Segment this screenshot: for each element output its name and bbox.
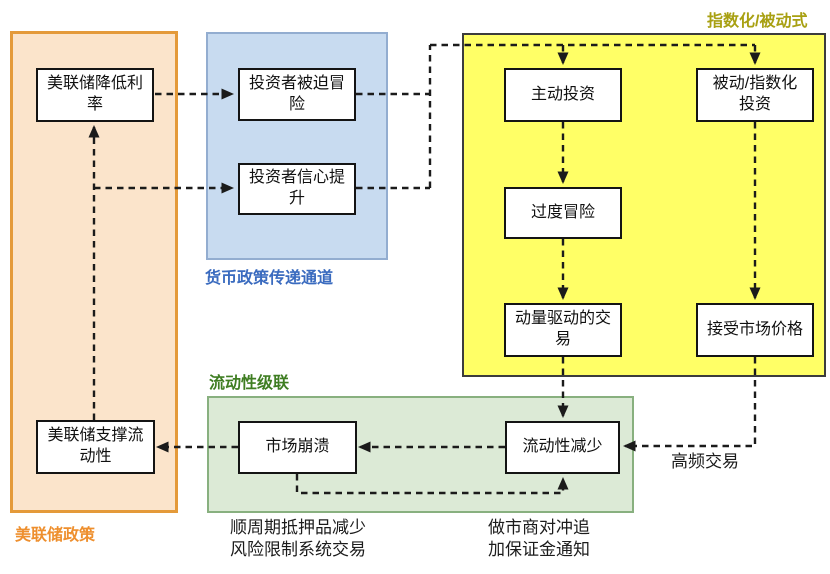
node-fed-support-liquidity: 美联储支撑流动性	[36, 420, 155, 474]
label-liquidity-cascade: 流动性级联	[209, 375, 290, 392]
node-excessive-risk-taking: 过度冒险	[504, 187, 622, 239]
note-procyclical-line1: 顺周期抵押品减少	[230, 518, 366, 537]
group-monetary-channel	[206, 32, 388, 260]
node-momentum-driven-trading: 动量驱动的交易	[504, 303, 622, 357]
node-fed-lower-rates: 美联储降低利率	[36, 68, 154, 122]
node-liquidity-decrease: 流动性减少	[505, 421, 620, 474]
node-market-crash: 市场崩溃	[238, 421, 357, 474]
node-active-investing: 主动投资	[504, 68, 622, 122]
note-procyclical-collateral: 顺周期抵押品减少 风险限制系统交易	[230, 517, 366, 562]
note-margin-call-line2: 加保证金通知	[488, 540, 590, 560]
note-margin-call-line1: 做市商对冲追	[488, 518, 590, 537]
node-passive-index-investing: 被动/指数化投资	[696, 68, 814, 122]
label-monetary-channel: 货币政策传递通道	[205, 270, 334, 287]
node-investors-forced-risk: 投资者被迫冒险	[238, 68, 356, 121]
node-investor-confidence-up: 投资者信心提升	[238, 163, 356, 215]
node-accept-market-prices: 接受市场价格	[696, 303, 814, 357]
label-index-passive: 指数化/被动式	[707, 13, 808, 30]
note-high-frequency-trading: 高频交易	[671, 452, 739, 471]
note-procyclical-line2: 风险限制系统交易	[230, 540, 366, 560]
label-fed-policy: 美联储政策	[15, 527, 96, 544]
note-margin-call: 做市商对冲追 加保证金通知	[488, 517, 590, 562]
